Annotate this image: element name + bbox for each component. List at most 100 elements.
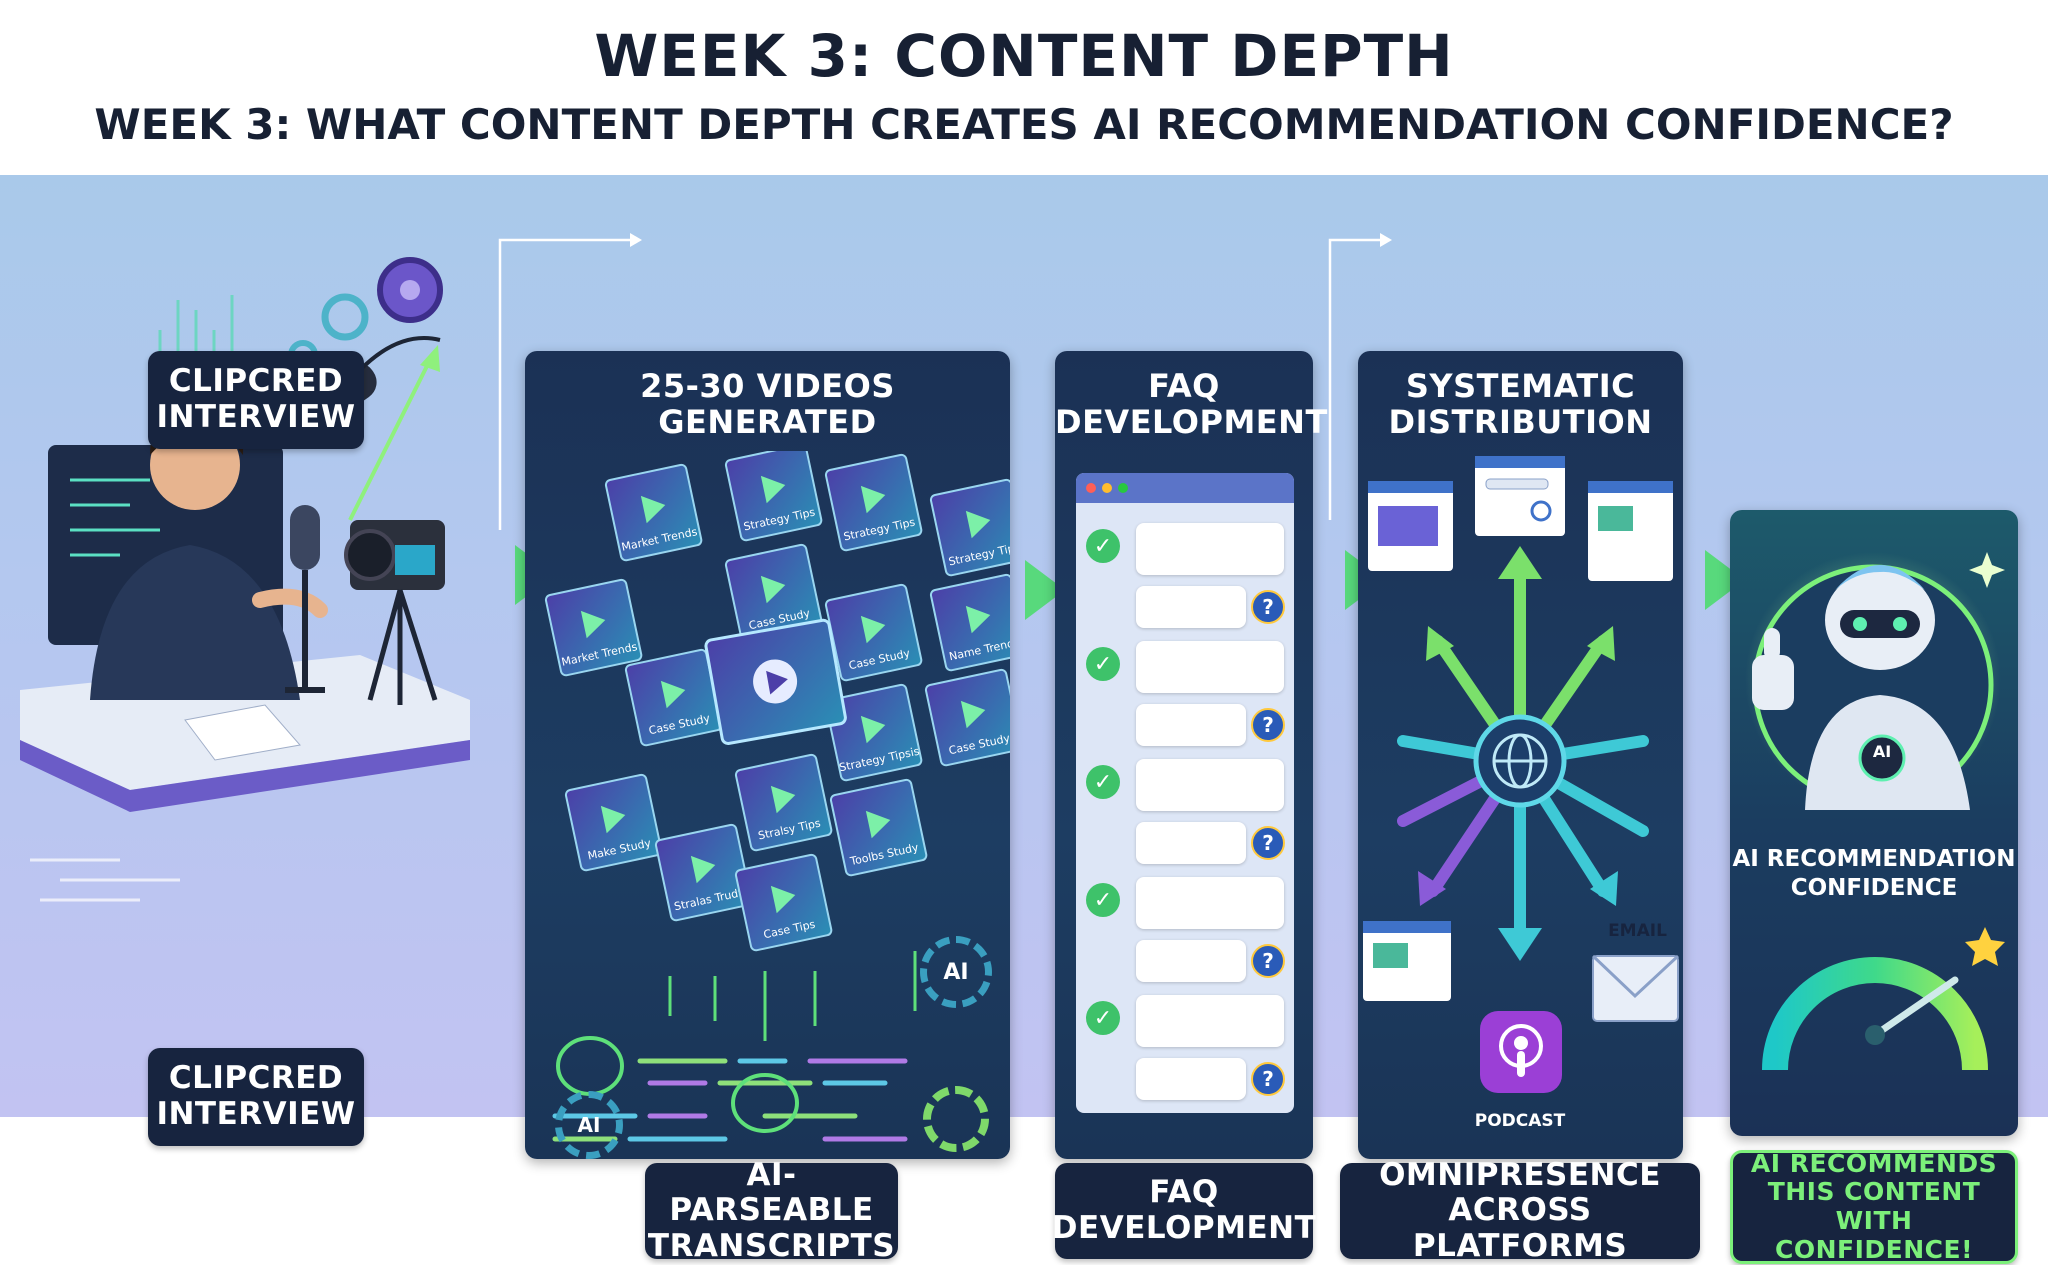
video-thumbnail: Strategy Tips: [724, 451, 823, 542]
check-icon: ✓: [1086, 647, 1120, 681]
browser-window-icon: [1588, 481, 1673, 581]
ai-gear-icon: AI: [555, 1091, 623, 1159]
play-icon: [960, 700, 986, 729]
faq-window: ✓? ✓? ✓? ✓? ✓?: [1076, 473, 1294, 1113]
faq-answer-row[interactable]: ✓: [1076, 993, 1294, 1049]
distribution-panel-title: SYSTEMATIC DISTRIBUTION: [1388, 367, 1653, 441]
video-thumbnail: Case Study: [824, 583, 923, 682]
play-icon: [860, 485, 886, 514]
podcast-label: PODCAST: [1474, 1111, 1566, 1131]
faq-panel-title: FAQ DEVELOPMENT: [1055, 367, 1328, 441]
faq-answer-row[interactable]: ✓: [1076, 757, 1294, 813]
window-minimize-dot: [1102, 483, 1112, 493]
faq-list: ✓? ✓? ✓? ✓? ✓?: [1076, 503, 1294, 1113]
question-icon: ?: [1251, 826, 1285, 860]
interview-illustration: [20, 257, 470, 902]
faq-answer-row[interactable]: ✓: [1076, 521, 1294, 577]
video-thumbnail: Market Trends: [604, 463, 703, 562]
video-thumbnail: Name Trends: [929, 573, 1010, 672]
browser-window-icon: [1363, 921, 1451, 1001]
question-icon: ?: [1251, 590, 1285, 624]
faq-text-bubble: [1136, 822, 1246, 864]
play-icon: [770, 785, 796, 814]
check-icon: ✓: [1086, 1001, 1120, 1035]
video-thumbnail: Case Study: [924, 668, 1010, 767]
check-icon: ✓: [1086, 883, 1120, 917]
email-icon: [1591, 954, 1680, 1022]
video-thumbnail: Strategy Tipsis: [824, 683, 923, 782]
header: WEEK 3: CONTENT DEPTH WEEK 3: WHAT CONTE…: [0, 0, 2048, 175]
faq-question-row[interactable]: ?: [1076, 1052, 1294, 1108]
faq-answer-row[interactable]: ✓: [1076, 639, 1294, 695]
featured-video: [704, 618, 847, 745]
video-thumbnail: Make Study: [564, 773, 663, 872]
gear-icon: [321, 293, 369, 341]
check-icon: ✓: [1086, 529, 1120, 563]
page-subtitle: WEEK 3: WHAT CONTENT DEPTH CREATES AI RE…: [94, 100, 1954, 149]
play-icon: [860, 615, 886, 644]
faq-question-row[interactable]: ?: [1076, 698, 1294, 754]
video-thumbnail: Case Tips: [734, 853, 833, 952]
faq-text-bubble: [1136, 877, 1284, 929]
scene-illustration: [20, 233, 1745, 902]
confidence-bottom-label: AI RECOMMENDS THIS CONTENT WITH CONFIDEN…: [1730, 1149, 2018, 1264]
search-window-icon: [1475, 456, 1565, 536]
confidence-label: AI RECOMMENDATION CONFIDENCE: [1732, 846, 2016, 901]
faq-text-bubble: [1136, 586, 1246, 628]
faq-answer-row[interactable]: ✓: [1076, 875, 1294, 931]
confidence-gauge-needle: [1871, 976, 1959, 1039]
play-icon: [865, 810, 891, 839]
question-icon: ?: [1251, 708, 1285, 742]
confidence-gauge-arc: [1762, 957, 1988, 1071]
check-icon: ✓: [1086, 765, 1120, 799]
browser-window-icon: [1368, 481, 1453, 571]
faq-text-bubble: [1136, 523, 1284, 575]
transcripts-label: AI-PARSEABLE TRANSCRIPTS: [645, 1157, 898, 1264]
faq-bottom-label: FAQ DEVELOPMENT: [1052, 1163, 1316, 1259]
play-icon: [965, 605, 991, 634]
ai-gear-icon: AI: [920, 936, 992, 1008]
faq-text-bubble: [1136, 995, 1284, 1047]
play-icon: [600, 805, 626, 834]
play-icon: [760, 475, 786, 504]
omnipresence-label: OMNIPRESENCE ACROSS PLATFORMS: [1340, 1157, 1700, 1264]
question-icon: ?: [1251, 944, 1285, 978]
workflow-scene: CLIPCRED INTERVIEW CLIPCRED INTERVIEW 25…: [0, 175, 2048, 1264]
video-thumbnail: Toolbs Study: [829, 778, 928, 877]
faq-text-bubble: [1136, 704, 1246, 746]
confidence-illustration: [1745, 552, 2005, 1071]
play-icon: [965, 510, 991, 539]
email-label: EMAIL: [1608, 921, 1667, 941]
play-icon: [860, 715, 886, 744]
window-close-dot: [1086, 483, 1096, 493]
video-thumbnail: Strategy Tips: [824, 453, 923, 552]
video-thumbnail: Market Trends: [544, 578, 643, 677]
faq-text-bubble: [1136, 641, 1284, 693]
video-thumbnail: Stralas Trudy: [654, 823, 753, 922]
confidence-panel: AI AI RECOMMENDATION CONFIDENCE: [1730, 510, 2018, 1136]
play-icon: [580, 610, 606, 639]
play-icon: [640, 495, 666, 524]
faq-question-row[interactable]: ?: [1076, 816, 1294, 872]
star-icon: [1965, 927, 2005, 966]
distribution-illustration: [1363, 456, 1680, 1093]
faq-question-row[interactable]: ?: [1076, 580, 1294, 636]
faq-question-row[interactable]: ?: [1076, 934, 1294, 990]
gear-icon: [923, 1086, 989, 1152]
robot-ai-badge: AI: [1872, 742, 1892, 761]
play-icon: [690, 855, 716, 884]
play-icon: [760, 575, 786, 604]
video-thumbnail: Case Study: [724, 543, 823, 642]
play-icon: [660, 680, 686, 709]
distribution-panel: SYSTEMATIC DISTRIBUTION: [1358, 351, 1683, 1159]
play-icon: [770, 885, 796, 914]
video-thumbnail: Strategy Tips: [929, 478, 1010, 577]
faq-text-bubble: [1136, 759, 1284, 811]
faq-text-bubble: [1136, 940, 1246, 982]
interview-bottom-label: CLIPCRED INTERVIEW: [148, 1048, 364, 1146]
question-icon: ?: [1251, 1062, 1285, 1096]
window-maximize-dot: [1118, 483, 1128, 493]
page-title: WEEK 3: CONTENT DEPTH: [594, 22, 1454, 90]
